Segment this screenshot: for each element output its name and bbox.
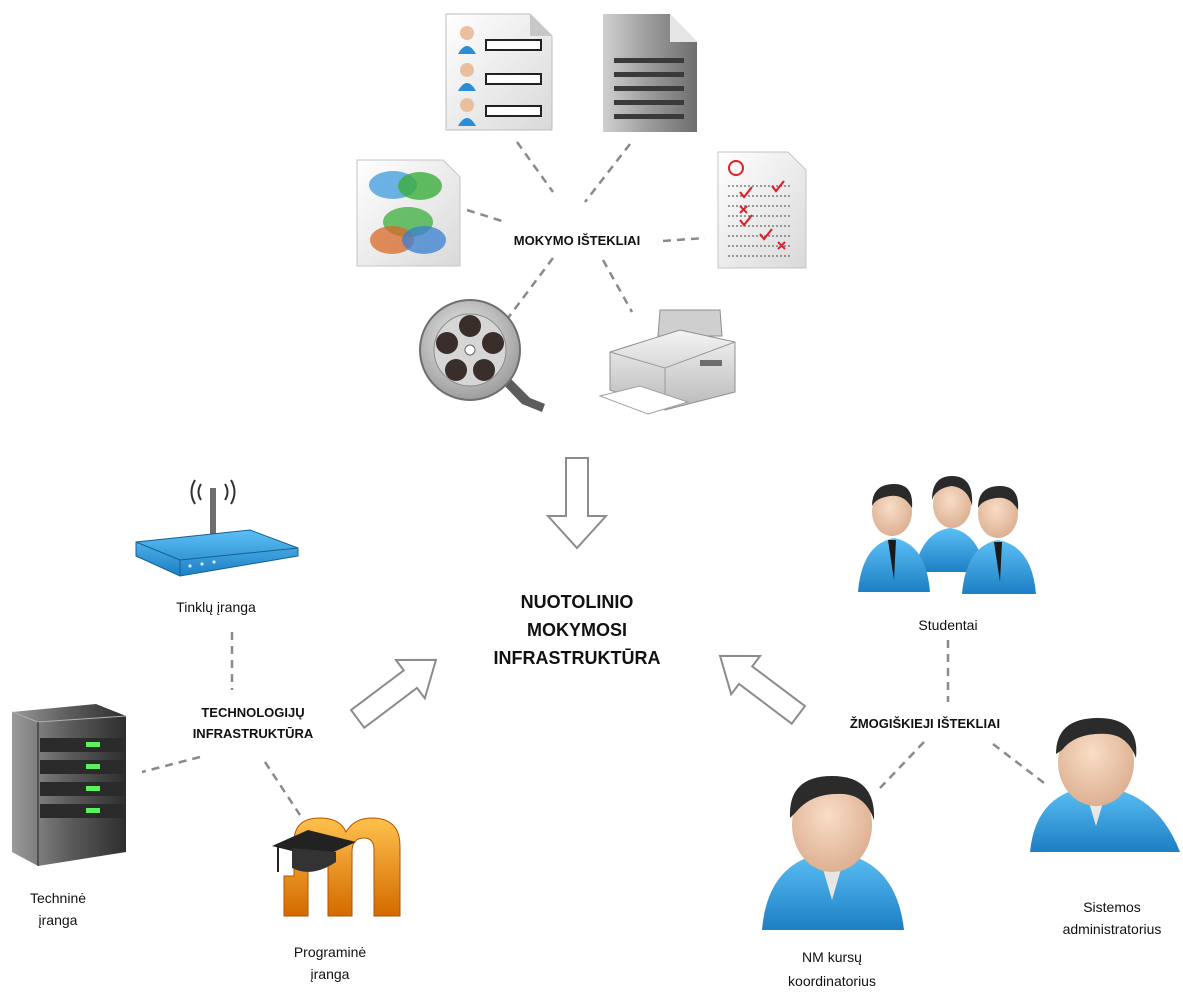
center-title: NUOTOLINIO MOKYMOSI INFRASTRUKTŪRA	[494, 592, 661, 668]
caption-hardware-line-2: įranga	[39, 912, 78, 928]
printer-icon	[598, 309, 736, 415]
administrator-person-icon	[1030, 718, 1180, 852]
right-arrow	[349, 658, 438, 730]
caption-admin-line-2: administratorius	[1063, 921, 1162, 937]
student-list-document-icon	[445, 13, 553, 131]
caption-software-line-1: Programinė	[294, 944, 367, 960]
caption-admin-line-1: Sistemos	[1083, 899, 1141, 915]
caption-hardware-line-1: Techninė	[30, 890, 86, 906]
hub-technology-label-line-2: INFRASTRUKTŪRA	[193, 726, 314, 741]
server-tower-icon	[11, 704, 127, 866]
hub-technology-label-line-1: TECHNOLOGIJŲ	[201, 705, 304, 720]
moodle-logo-icon	[272, 817, 401, 917]
text-document-icon	[603, 14, 697, 132]
caption-coordinator-line-1: NM kursų	[802, 949, 862, 965]
center-title-line-1: NUOTOLINIO	[521, 592, 634, 612]
connector-lines	[141, 141, 1049, 816]
caption-network: Tinklų įranga	[176, 599, 256, 615]
film-reel-icon	[419, 299, 545, 412]
hub-human-label: ŽMOGIŠKIEJI IŠTEKLIAI	[850, 716, 1000, 731]
hub-resources-label: MOKYMO IŠTEKLIAI	[514, 233, 640, 248]
center-title-line-3: INFRASTRUKTŪRA	[494, 648, 661, 668]
test-sheet-icon	[717, 151, 807, 269]
students-group-icon	[858, 476, 1036, 594]
caption-coordinator-line-2: koordinatorius	[788, 973, 876, 989]
center-title-line-2: MOKYMOSI	[527, 620, 627, 640]
coordinator-person-icon	[762, 776, 904, 930]
caption-students: Studentai	[918, 617, 977, 633]
down-arrow	[545, 457, 609, 550]
diagram-document-icon	[356, 159, 461, 267]
caption-software-line-2: įranga	[311, 966, 350, 982]
wifi-router-icon	[135, 479, 299, 577]
left-arrow	[718, 654, 807, 726]
